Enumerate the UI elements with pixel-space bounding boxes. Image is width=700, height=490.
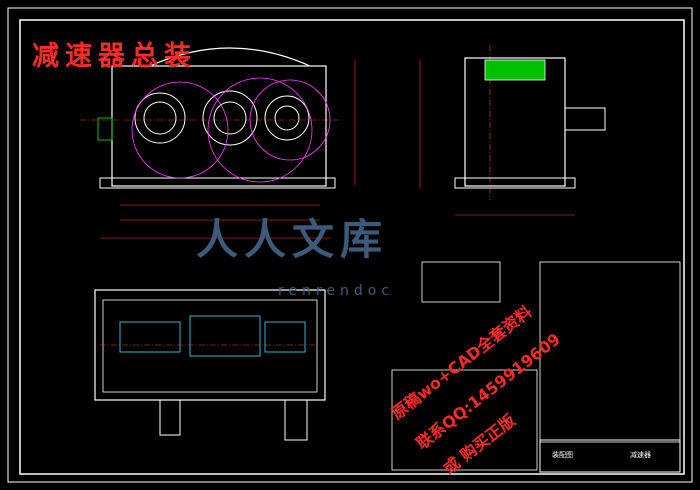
oil-gauge xyxy=(97,117,113,141)
gear-section-2 xyxy=(189,315,261,357)
bearing-right xyxy=(264,95,310,141)
side-view xyxy=(419,45,606,216)
param-table xyxy=(421,261,501,303)
gear-section-3 xyxy=(264,321,306,353)
gear-pitch-3 xyxy=(249,79,331,161)
section-inner xyxy=(102,299,318,393)
output-shaft xyxy=(564,107,606,131)
input-shaft-end xyxy=(159,399,181,436)
housing-outline xyxy=(111,65,327,187)
watermark-brand-cn: 人人文库 xyxy=(196,215,389,264)
sheet-border xyxy=(7,7,693,483)
front-view xyxy=(80,47,356,239)
inner-frame xyxy=(19,19,685,475)
housing-base xyxy=(99,177,336,189)
parts-list-right xyxy=(539,261,681,443)
tables xyxy=(391,261,681,473)
bearing-left-inner xyxy=(143,101,177,135)
gear-section-1 xyxy=(119,321,181,353)
output-shaft-end xyxy=(284,399,308,441)
title-block-name: 减速器 xyxy=(630,451,651,459)
section-view xyxy=(94,289,326,441)
parts-list-left xyxy=(391,369,538,471)
gear-pitch-2 xyxy=(207,77,313,183)
bearing-mid-inner xyxy=(213,101,247,135)
side-base xyxy=(454,177,576,189)
housing-cover xyxy=(149,47,311,67)
bearing-right-inner xyxy=(274,105,300,131)
title-block-sheet: 装配图 xyxy=(552,451,573,459)
gear-pitch-1 xyxy=(131,81,229,179)
bearing-mid xyxy=(202,90,258,146)
bearing-left xyxy=(134,92,186,144)
title-block xyxy=(539,439,681,473)
watermark-title: 减速器总装 xyxy=(32,41,197,72)
watermark-brand-en: renrendoc xyxy=(278,283,395,299)
side-cover xyxy=(484,59,546,81)
section-outline xyxy=(94,289,326,401)
